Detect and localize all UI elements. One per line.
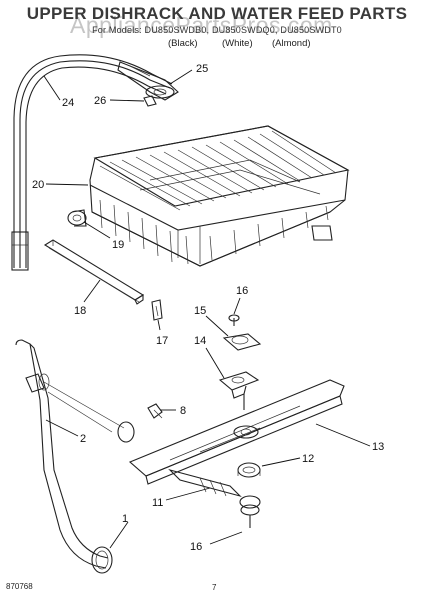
variant-almond: (Almond) bbox=[272, 38, 311, 49]
callout-18: 18 bbox=[74, 305, 86, 317]
callout-8: 8 bbox=[180, 405, 186, 417]
callout-16b: 16 bbox=[190, 541, 202, 553]
part-list-code: 870768 bbox=[6, 582, 33, 591]
callout-17: 17 bbox=[156, 335, 168, 347]
callout-19: 19 bbox=[112, 239, 124, 251]
part-16-screw-upper bbox=[228, 314, 240, 326]
part-16-nut-lower bbox=[240, 504, 260, 528]
callout-13: 13 bbox=[372, 441, 384, 453]
part-8-clip bbox=[147, 403, 163, 419]
part-12-seal bbox=[237, 462, 261, 478]
callout-26: 26 bbox=[94, 95, 106, 107]
callout-1: 1 bbox=[122, 513, 128, 525]
callout-16a: 16 bbox=[236, 285, 248, 297]
part-11-manifold bbox=[168, 468, 261, 509]
callout-15: 15 bbox=[194, 305, 206, 317]
part-1-o-ring bbox=[91, 546, 113, 574]
callout-11: 11 bbox=[152, 497, 163, 509]
part-24-feed-tube bbox=[11, 54, 173, 271]
part-25-feed-connector bbox=[117, 61, 179, 101]
callout-24: 24 bbox=[62, 97, 74, 109]
callout-12: 12 bbox=[302, 453, 314, 465]
part-18-rack-rail bbox=[43, 239, 145, 305]
part-2-water-tube bbox=[15, 339, 135, 569]
part-19-rack-roller bbox=[67, 209, 87, 227]
page-number: 7 bbox=[212, 583, 217, 592]
callouts: 25 24 26 20 19 18 17 16 15 14 8 2 13 12 … bbox=[32, 63, 384, 553]
part-26-clip bbox=[143, 95, 157, 107]
variant-black: (Black) bbox=[168, 38, 198, 49]
part-13-spray-arm bbox=[128, 379, 345, 485]
part-15-cap bbox=[222, 333, 262, 351]
callout-20: 20 bbox=[32, 179, 44, 191]
watermark-text: AppliancePartsPros.com bbox=[70, 12, 333, 38]
part-17-rail-stop bbox=[151, 299, 163, 321]
model-list: For Models: DU850SWDB0, DU850SWDQ0, DU85… bbox=[92, 25, 342, 35]
page-title: UPPER DISHRACK AND WATER FEED PARTS bbox=[26, 4, 408, 23]
part-14-mount-bracket bbox=[218, 371, 260, 410]
part-20-upper-dishrack bbox=[89, 125, 350, 267]
callout-25: 25 bbox=[196, 63, 208, 75]
callout-14: 14 bbox=[194, 335, 206, 347]
callout-2: 2 bbox=[80, 433, 86, 445]
variant-white: (White) bbox=[222, 38, 253, 49]
